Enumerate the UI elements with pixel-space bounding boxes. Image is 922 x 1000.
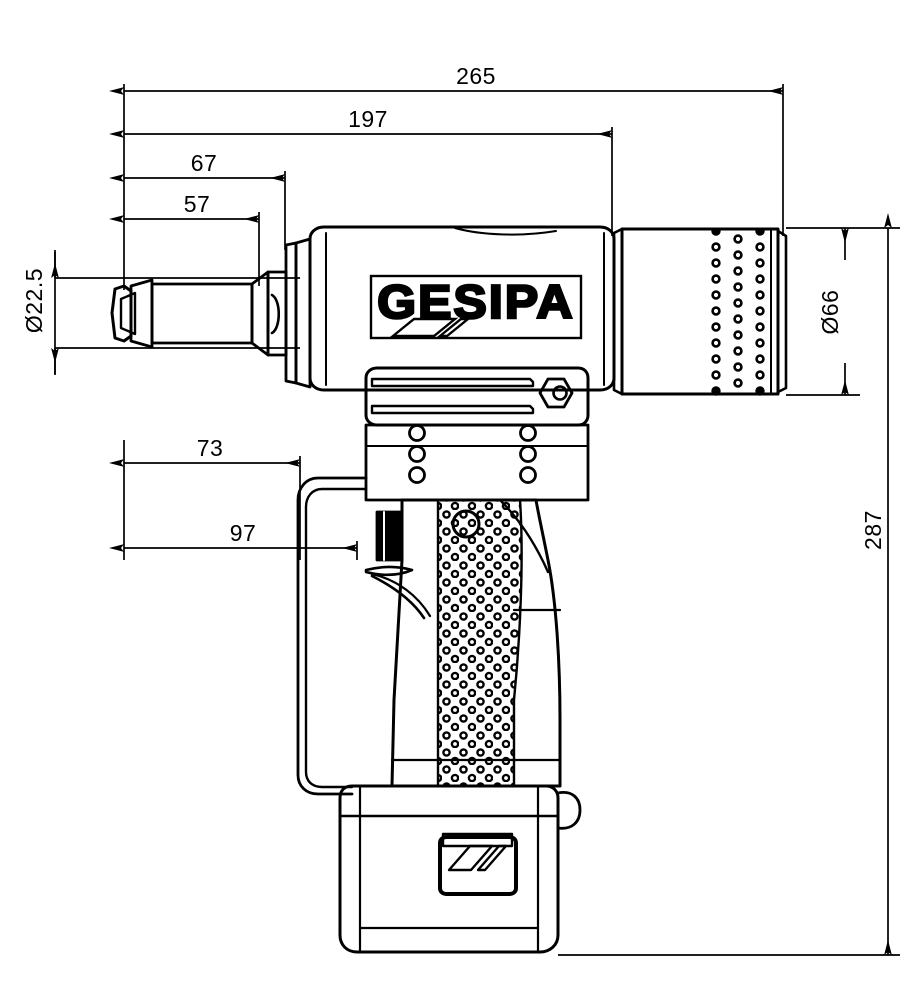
- dimension-265: 265: [109, 63, 783, 95]
- fastener-holes: [408, 424, 537, 484]
- dimension-265-label: 265: [456, 63, 496, 89]
- grip-texture: [438, 500, 522, 786]
- dimension-dia-66: Ø66: [817, 228, 849, 395]
- dimension-dia-22-5-label: Ø22.5: [21, 268, 47, 333]
- bail-handle: [296, 476, 368, 796]
- dimension-67-label: 67: [191, 150, 218, 176]
- gesipa-wordmark: GESIPA: [377, 276, 574, 328]
- battery-pack: [338, 784, 582, 954]
- trigger: [364, 510, 432, 620]
- dimension-73: 73: [109, 435, 300, 467]
- dimension-annotations: 265 197 67 57 73: [21, 63, 900, 956]
- dimension-dia-22-5: Ø22.5: [21, 252, 59, 374]
- dimension-73-label: 73: [197, 435, 224, 461]
- dimension-197-label: 197: [348, 106, 388, 132]
- dimension-287: 287: [860, 213, 892, 955]
- dimension-57: 57: [109, 191, 259, 223]
- dimension-dia-66-label: Ø66: [817, 290, 843, 335]
- cylinder-vent-holes: [711, 228, 765, 396]
- dimension-97-label: 97: [230, 520, 257, 546]
- gesipa-logo: GESIPA: [369, 274, 583, 340]
- gesipa-logo-mark: [389, 317, 472, 338]
- tool-body-geometry: [110, 225, 788, 954]
- fastener-panel: [364, 423, 590, 502]
- dimension-57-label: 57: [184, 191, 211, 217]
- dimension-197: 197: [109, 106, 612, 138]
- front-collar: [284, 237, 312, 389]
- dimension-67: 67: [109, 150, 285, 182]
- battery-latch: [438, 832, 518, 896]
- dimension-97: 97: [109, 520, 357, 552]
- dimension-287-label: 287: [860, 510, 886, 550]
- rear-cylinder: [612, 227, 788, 396]
